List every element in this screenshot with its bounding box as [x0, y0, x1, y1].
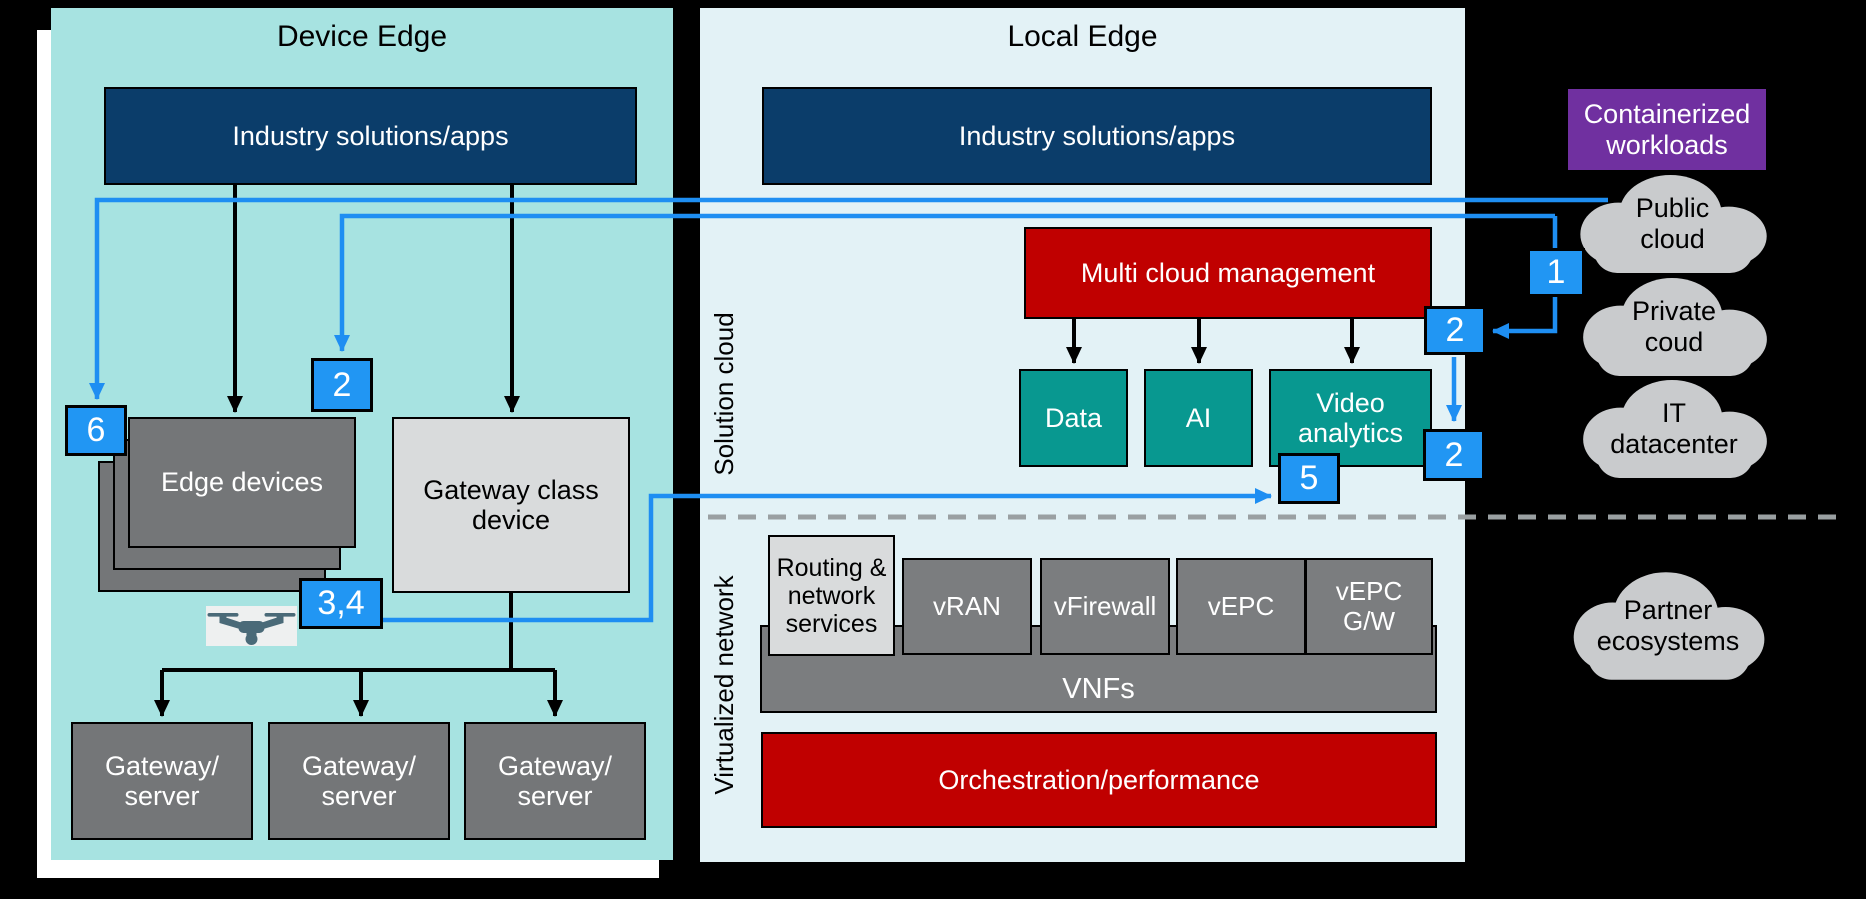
black-arrows	[154, 185, 1360, 717]
data-box: Data	[1019, 369, 1128, 467]
public-cloud-label: Public cloud	[1635, 193, 1710, 254]
flow-badge34-to-badge5	[383, 488, 1272, 623]
drone-icon	[206, 606, 297, 646]
flow-to-badge2-device	[334, 213, 1555, 352]
public-cloud: Public cloud	[1565, 173, 1780, 275]
flow-badge-1: 1	[1527, 248, 1585, 297]
video-analytics-box: Video analytics	[1269, 369, 1432, 467]
vfirewall-box: vFirewall	[1040, 558, 1170, 655]
partner-ecosystems-label: Partner ecosystems	[1596, 595, 1740, 656]
containerized-workloads-box: Containerized workloads	[1568, 89, 1766, 170]
gateway-server-box-3: Gateway/ server	[464, 722, 646, 840]
flow-badge-5: 5	[1278, 453, 1340, 504]
routing-network-services-box: Routing & network services	[768, 535, 895, 656]
ai-box: AI	[1144, 369, 1253, 467]
vepc-gw-box: vEPC G/W	[1305, 558, 1433, 655]
device-industry-solutions-box: Industry solutions/apps	[104, 87, 637, 185]
flow-badge-2-upper-right: 2	[1424, 306, 1486, 355]
it-datacenter-label: IT datacenter	[1610, 398, 1738, 459]
device-edge-title: Device Edge	[276, 20, 448, 53]
private-cloud-label: Private coud	[1631, 296, 1717, 357]
edge-devices-box: Edge devices	[128, 417, 356, 548]
gateway-class-device-box: Gateway class device	[392, 417, 630, 593]
vepc-box: vEPC	[1176, 558, 1306, 655]
gateway-server-box-2: Gateway/ server	[268, 722, 450, 840]
local-industry-solutions-box: Industry solutions/apps	[762, 87, 1432, 185]
partner-ecosystems-cloud: Partner ecosystems	[1558, 570, 1778, 682]
private-cloud: Private coud	[1568, 276, 1780, 378]
it-datacenter-cloud: IT datacenter	[1568, 378, 1780, 480]
flow-badge-6: 6	[65, 405, 127, 456]
flow-public-cloud-to-badge6	[89, 197, 1608, 400]
blue-flow-lines	[89, 197, 1608, 623]
gateway-server-box-1: Gateway/ server	[71, 722, 253, 840]
vran-box: vRAN	[902, 558, 1032, 655]
flow-badge-2-device: 2	[311, 358, 373, 412]
orchestration-performance-box: Orchestration/performance	[761, 732, 1437, 828]
multi-cloud-management-box: Multi cloud management	[1024, 227, 1432, 319]
flow-badge-3-4: 3,4	[299, 578, 383, 629]
local-edge-title: Local Edge	[1007, 20, 1158, 53]
flow-badge-2-lower-right: 2	[1423, 429, 1485, 481]
